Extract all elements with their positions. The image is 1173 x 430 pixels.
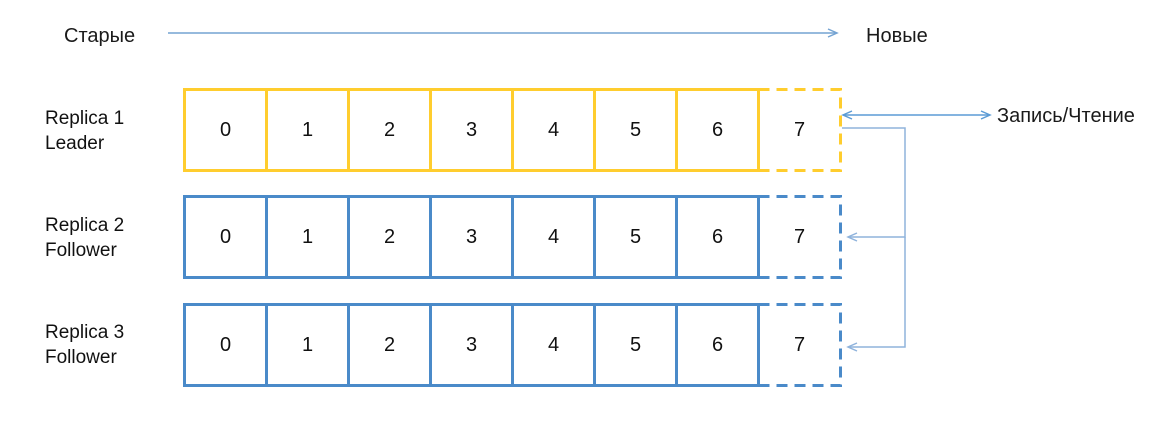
log-cell: 6 bbox=[675, 88, 760, 172]
log-cell: 4 bbox=[511, 303, 596, 387]
replica-role: Follower bbox=[45, 240, 117, 261]
log-cell-value: 7 bbox=[793, 333, 806, 356]
replica-role: Follower bbox=[45, 347, 117, 368]
log-cell: 3 bbox=[429, 195, 514, 279]
dashed-cell-outline bbox=[757, 88, 842, 172]
log-cell: 0 bbox=[183, 88, 268, 172]
replica-name: Replica 1 bbox=[45, 108, 125, 129]
replica-1-log: 0 1 2 3 4 5 6 7 bbox=[183, 88, 842, 172]
log-cell: 0 bbox=[183, 195, 268, 279]
replica-2-label: Replica 2 Follower bbox=[45, 213, 185, 263]
replica-role: Leader bbox=[45, 133, 105, 154]
replica-name: Replica 2 bbox=[45, 215, 125, 236]
log-cell: 1 bbox=[265, 88, 350, 172]
replica-1-label: Replica 1 Leader bbox=[45, 106, 185, 156]
replica-name: Replica 3 bbox=[45, 322, 125, 343]
log-cell: 2 bbox=[347, 88, 432, 172]
log-cell: 5 bbox=[593, 303, 678, 387]
log-cell-value: 7 bbox=[793, 225, 806, 248]
timeline-arrow bbox=[168, 28, 839, 38]
log-cell: 6 bbox=[675, 303, 760, 387]
replica-3-label: Replica 3 Follower bbox=[45, 320, 185, 370]
write-read-arrow bbox=[841, 110, 992, 120]
log-cell: 1 bbox=[265, 195, 350, 279]
dashed-cell-outline bbox=[757, 195, 842, 279]
log-cell: 2 bbox=[347, 195, 432, 279]
timeline-old-label: Старые bbox=[64, 25, 136, 47]
write-read-label: Запись/Чтение bbox=[997, 105, 1135, 127]
log-cell-value: 7 bbox=[793, 118, 806, 141]
timeline-new-label: Новые bbox=[866, 25, 928, 47]
log-cell: 4 bbox=[511, 88, 596, 172]
log-cell: 2 bbox=[347, 303, 432, 387]
log-cell-pending: 7 bbox=[757, 195, 842, 279]
log-cell: 6 bbox=[675, 195, 760, 279]
log-cell: 3 bbox=[429, 88, 514, 172]
log-cell: 0 bbox=[183, 303, 268, 387]
log-cell-pending: 7 bbox=[757, 88, 842, 172]
log-cell: 5 bbox=[593, 195, 678, 279]
replication-arrow-to-replica-2 bbox=[842, 127, 906, 242]
log-cell: 5 bbox=[593, 88, 678, 172]
replica-2-log: 0 1 2 3 4 5 6 7 bbox=[183, 195, 842, 279]
log-cell: 3 bbox=[429, 303, 514, 387]
replication-arrow-to-replica-3 bbox=[846, 237, 906, 352]
dashed-cell-outline bbox=[757, 303, 842, 387]
log-cell: 1 bbox=[265, 303, 350, 387]
replica-3-log: 0 1 2 3 4 5 6 7 bbox=[183, 303, 842, 387]
log-cell: 4 bbox=[511, 195, 596, 279]
log-cell-pending: 7 bbox=[757, 303, 842, 387]
